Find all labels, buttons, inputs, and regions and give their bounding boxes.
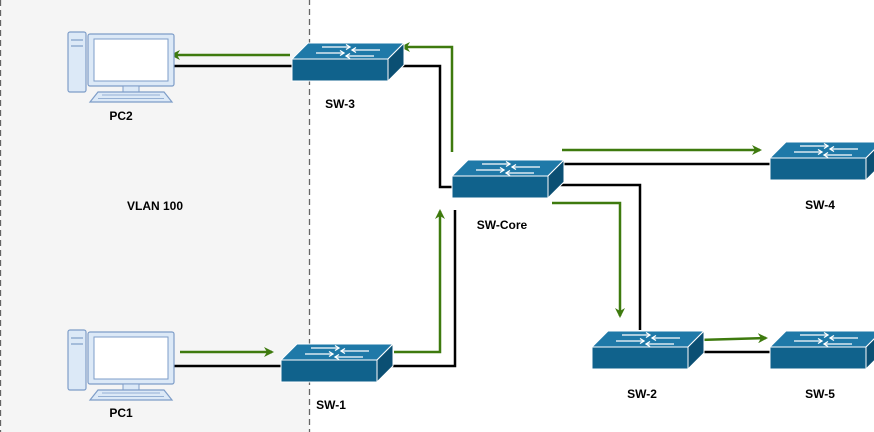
network-switch-icon — [769, 330, 874, 370]
traffic-arrow-sw1-to-core — [394, 209, 445, 354]
link-core-sw2 — [550, 183, 642, 330]
desktop-computer-icon — [67, 329, 175, 401]
links — [172, 64, 772, 368]
network-switch-icon — [769, 141, 874, 181]
sw4-node[interactable]: SW-4 — [769, 141, 874, 212]
sw1-node[interactable]: SW-1 — [280, 343, 394, 412]
traffic-arrow-core-to-sw2 — [552, 201, 625, 318]
pc1-label: PC1 — [109, 406, 133, 420]
network-switch-icon — [291, 42, 405, 82]
traffic-arrows — [170, 42, 768, 357]
sw5-label: SW-5 — [805, 387, 835, 401]
link-sw1-core — [378, 210, 457, 368]
sw5-node[interactable]: SW-5 — [769, 330, 874, 401]
desktop-computer-icon — [67, 31, 175, 103]
network-switch-icon — [591, 330, 705, 370]
network-switch-icon — [280, 343, 394, 383]
network-switch-icon — [451, 159, 565, 199]
link-sw3-core — [388, 64, 452, 189]
pc2-label: PC2 — [109, 109, 133, 123]
sw2-label: SW-2 — [627, 387, 657, 401]
vlan-group-label: VLAN 100 — [127, 199, 183, 213]
core-switch-node[interactable]: SW-Core — [451, 159, 565, 232]
traffic-arrow-core-to-sw3 — [400, 42, 454, 152]
pc2-node[interactable]: PC2 — [67, 31, 175, 123]
sw3-node[interactable]: SW-3 — [291, 42, 405, 111]
sw3-label: SW-3 — [325, 97, 355, 111]
core-switch-label: SW-Core — [477, 218, 528, 232]
sw1-label: SW-1 — [316, 398, 346, 412]
sw4-label: SW-4 — [805, 198, 835, 212]
pc1-node[interactable]: PC1 — [67, 329, 175, 420]
traffic-arrow-sw2-to-sw5 — [697, 333, 768, 344]
sw2-node[interactable]: SW-2 — [591, 330, 705, 401]
